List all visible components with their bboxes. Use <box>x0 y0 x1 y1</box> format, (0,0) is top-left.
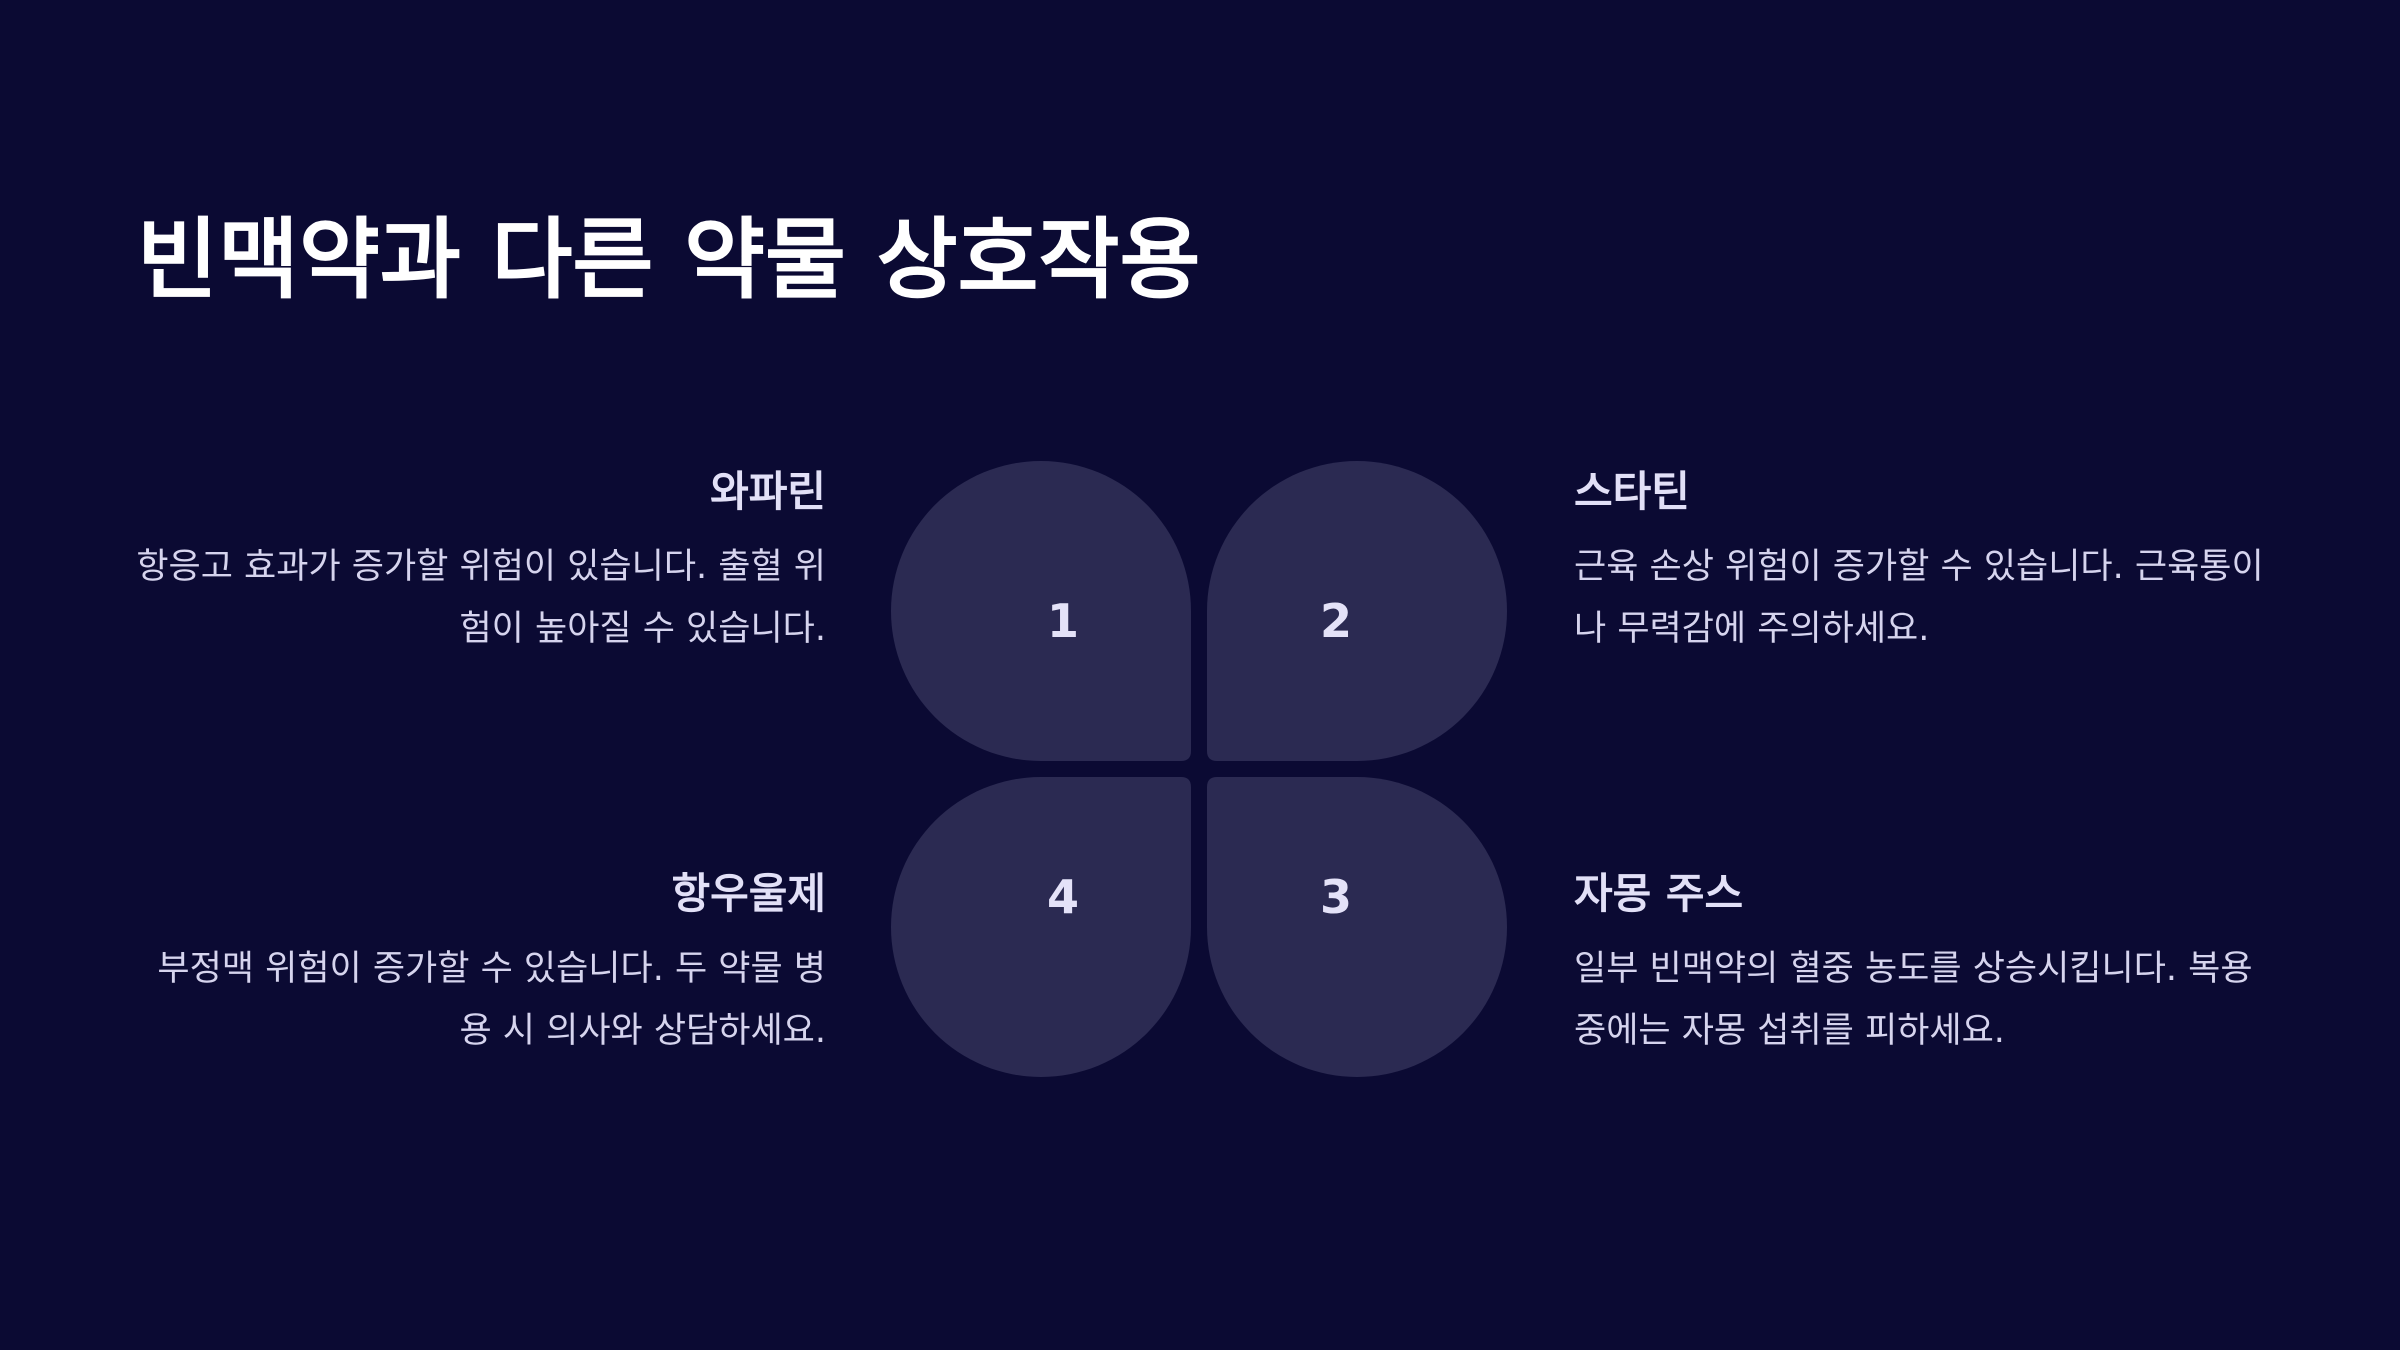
petal-number-4: 4 <box>1047 870 1079 924</box>
interaction-item-statin: 스타틴 근육 손상 위험이 증가할 수 있습니다. 근육통이나 무력감에 주의하… <box>1574 462 2274 660</box>
petal-2 <box>1207 461 1507 761</box>
item-description-warfarin: 항응고 효과가 증가할 위험이 있습니다. 출혈 위험이 높아질 수 있습니다. <box>136 547 826 649</box>
item-title-grapefruit: 자몽 주스 <box>1574 869 1744 918</box>
clover-diagram: 1 2 4 3 <box>891 461 1507 1077</box>
item-title-warfarin: 와파린 <box>710 467 826 516</box>
petal-3 <box>1207 777 1507 1077</box>
interaction-item-grapefruit: 자몽 주스 일부 빈맥약의 혈중 농도를 상승시킵니다. 복용 중에는 자몽 섭… <box>1574 864 2274 1062</box>
slide-title: 빈맥약과 다른 약물 상호작용 <box>137 208 1201 311</box>
petal-number-2: 2 <box>1320 594 1352 648</box>
item-description-grapefruit: 일부 빈맥약의 혈중 농도를 상승시킵니다. 복용 중에는 자몽 섭취를 피하세… <box>1574 949 2253 1051</box>
item-description-antidepressant: 부정맥 위험이 증가할 수 있습니다. 두 약물 병용 시 의사와 상담하세요. <box>157 949 826 1051</box>
item-description-statin: 근육 손상 위험이 증가할 수 있습니다. 근육통이나 무력감에 주의하세요. <box>1574 547 2264 649</box>
item-title-antidepressant: 항우울제 <box>671 869 826 918</box>
petal-1 <box>891 461 1191 761</box>
interaction-item-antidepressant: 항우울제 부정맥 위험이 증가할 수 있습니다. 두 약물 병용 시 의사와 상… <box>126 864 826 1062</box>
interaction-item-warfarin: 와파린 항응고 효과가 증가할 위험이 있습니다. 출혈 위험이 높아질 수 있… <box>126 462 826 660</box>
petal-4 <box>891 777 1191 1077</box>
item-title-statin: 스타틴 <box>1574 467 1690 516</box>
petal-number-1: 1 <box>1047 594 1079 648</box>
petal-number-3: 3 <box>1320 870 1352 924</box>
